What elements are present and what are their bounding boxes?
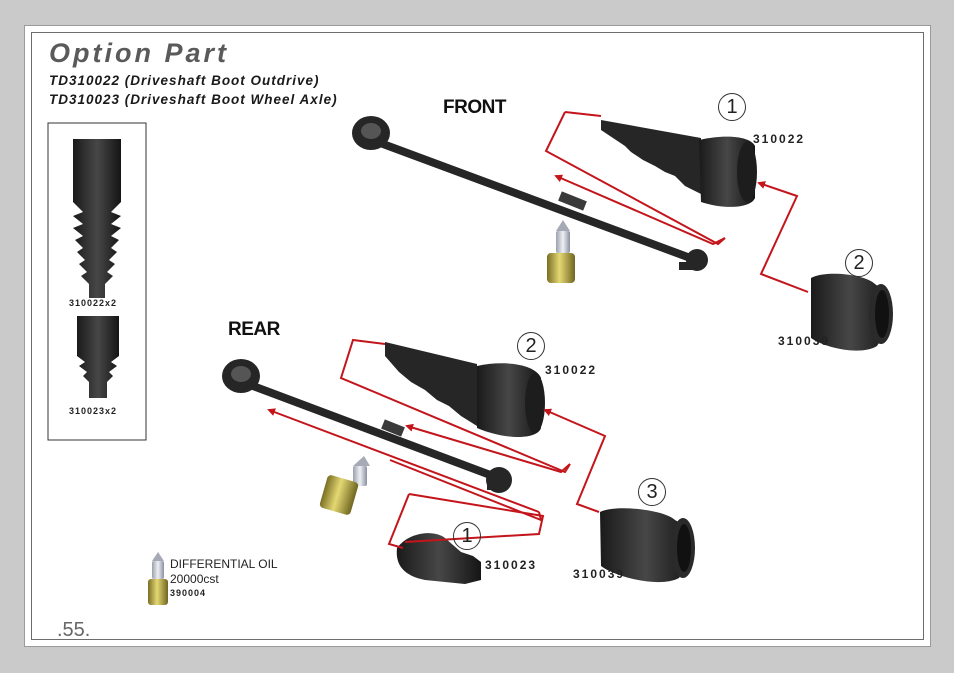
rear-arrow-cup xyxy=(543,408,607,513)
subtitle-outdrive: TD310022 (Driveshaft Boot Outdrive) xyxy=(49,73,320,88)
rear-part-310039: 310039 xyxy=(573,567,626,581)
subtitle-wheel-axle: TD310023 (Driveshaft Boot Wheel Axle) xyxy=(49,92,338,107)
inset-label-310022: 310022x2 xyxy=(69,298,118,308)
front-part-310022: 310022 xyxy=(753,132,806,146)
oil-viscosity: 20000cst xyxy=(170,572,219,586)
front-cup-310039-icon xyxy=(811,273,893,351)
page-frame xyxy=(31,32,924,640)
rear-arrow-top xyxy=(405,423,571,474)
front-arrow-cup xyxy=(757,181,809,293)
front-oil-bottle-icon xyxy=(547,220,575,283)
section-rear: REAR xyxy=(228,319,280,340)
page-number: .55. xyxy=(57,619,91,641)
rear-step-3: 3 xyxy=(638,478,666,506)
front-arrow-boot xyxy=(554,174,726,246)
rear-step-2: 2 xyxy=(517,332,545,360)
inset-label-310023: 310023x2 xyxy=(69,406,118,416)
rear-boot-310022-icon xyxy=(385,342,545,437)
rear-arrow-bracket-top xyxy=(339,338,571,474)
legend-oil-bottle-icon xyxy=(148,552,168,605)
rear-driveshaft-icon xyxy=(222,359,512,493)
section-front: FRONT xyxy=(443,97,506,118)
inset-boot-310023-icon xyxy=(77,316,119,398)
front-step-2: 2 xyxy=(845,249,873,277)
inset-box xyxy=(47,122,147,441)
page-title: Option Part xyxy=(49,38,229,68)
front-step-1: 1 xyxy=(718,93,746,121)
front-driveshaft-icon xyxy=(352,116,708,271)
instruction-page: Option Part TD310022 (Driveshaft Boot Ou… xyxy=(24,25,931,647)
inset-boot-310022-icon xyxy=(73,139,121,298)
front-arrow-bracket xyxy=(544,111,726,246)
front-boot-310022-icon xyxy=(601,120,757,207)
rear-cup-310039-icon xyxy=(600,508,695,583)
rear-arrow-long xyxy=(267,408,540,513)
rear-part-310022: 310022 xyxy=(545,363,598,377)
rear-part-310023: 310023 xyxy=(485,558,538,572)
assembly-illustration xyxy=(47,111,893,605)
front-part-310039: 310039 xyxy=(778,334,831,348)
rear-step-1: 1 xyxy=(453,522,481,550)
oil-part-number: 390004 xyxy=(170,588,207,598)
rear-boot-310023-icon xyxy=(396,533,481,584)
rear-oil-bottle-icon xyxy=(319,456,370,515)
oil-name: DIFFERENTIAL OIL xyxy=(170,557,278,571)
